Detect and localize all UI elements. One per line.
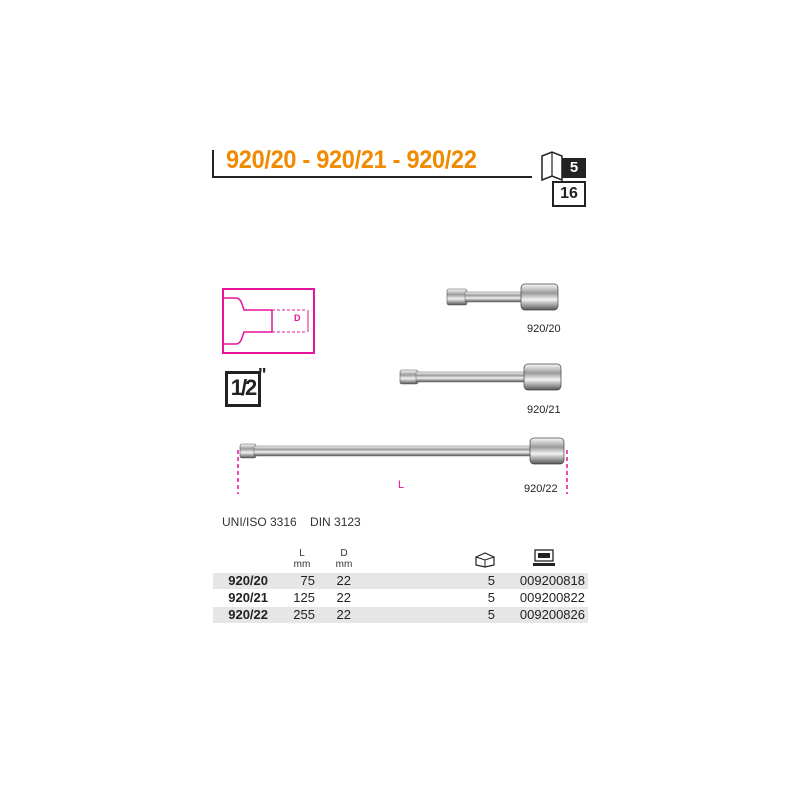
page-title: 920/20 - 920/21 - 920/22 [226,146,477,174]
column-header-diameter: D mm [335,548,353,570]
standards-text: UNI/ISO 3316 DIN 3123 [222,515,361,529]
book-icon [541,151,563,182]
table-row: 920/21 125 22 5 009200822 [228,590,585,605]
extension-bar-920-20-image [446,283,559,311]
extension-bar-920-22-image [237,437,568,494]
inch-mark: " [258,365,267,385]
diameter-label: D [294,313,301,323]
table-row: 920/20 75 22 5 009200818 [213,573,588,589]
product-caption: 920/21 [527,404,561,416]
extension-bar-920-21-image [399,363,562,391]
page-badge: 16 [552,181,586,207]
column-header-length: L mm [293,548,311,570]
product-caption: 920/20 [527,323,561,335]
title-underline [212,150,532,178]
table-row: 920/22 255 22 5 009200826 [213,607,588,623]
length-label: L [398,479,405,491]
volume-badge: 5 [562,158,586,178]
box-icon [475,552,495,568]
product-caption: 920/22 [524,483,558,495]
computer-icon [533,549,555,566]
drive-size-badge: 1/2 [225,371,261,407]
socket-profile-icon [224,297,309,345]
dimension-diagram [222,288,315,354]
